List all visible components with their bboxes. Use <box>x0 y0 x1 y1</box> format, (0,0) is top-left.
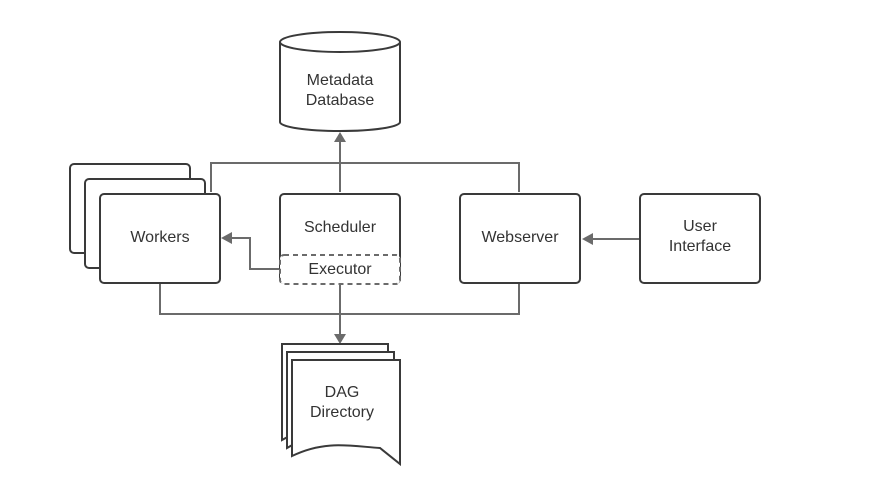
webserver-node: Webserver <box>459 193 581 284</box>
arrowhead-to-database <box>334 132 346 142</box>
arrowhead-to-webserver <box>582 233 593 245</box>
webserver-box <box>459 193 581 284</box>
user-interface-label-line1: User <box>683 218 717 235</box>
user-interface-node: User Interface <box>639 193 761 284</box>
user-interface-label-line2: Interface <box>669 238 731 255</box>
webserver-label: Webserver <box>481 229 559 246</box>
database-cylinder-shape <box>279 42 401 132</box>
connector-workers-to-top-bus <box>210 162 520 192</box>
workers-node: Workers <box>69 163 221 284</box>
arrowhead-to-dag <box>334 334 346 344</box>
metadata-database-label-line2: Database <box>306 92 375 109</box>
dag-document-front <box>291 359 401 467</box>
dag-directory-label-line2: Directory <box>310 404 374 421</box>
scheduler-label: Scheduler <box>304 219 377 236</box>
arrowhead-to-workers <box>221 232 232 244</box>
scheduler-node: Scheduler Executor <box>279 193 401 285</box>
executor-box <box>279 254 401 285</box>
database-cylinder-top <box>279 31 401 53</box>
user-interface-box <box>639 193 761 284</box>
workers-stack-front <box>99 193 221 284</box>
dag-directory-label-line1: DAG <box>325 384 360 401</box>
metadata-database-node: Metadata Database <box>279 31 401 132</box>
dag-directory-node: DAG Directory <box>281 343 401 467</box>
workers-label: Workers <box>130 229 189 246</box>
connector-executor-to-workers <box>231 237 280 270</box>
executor-label: Executor <box>308 261 372 278</box>
metadata-database-label-line1: Metadata <box>307 72 374 89</box>
